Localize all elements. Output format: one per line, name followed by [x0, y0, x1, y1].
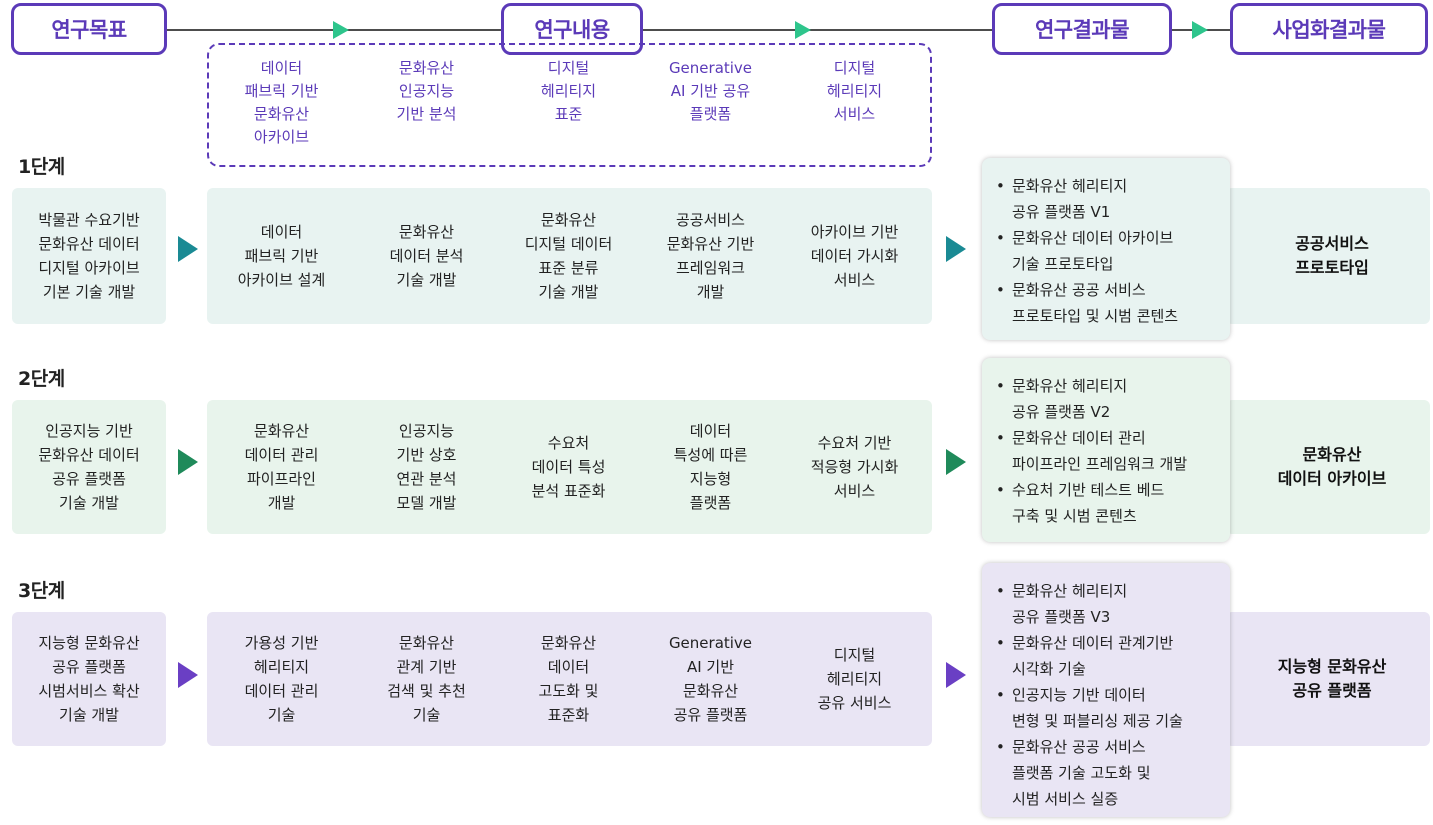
- header-commercial: 사업화결과물: [1230, 3, 1428, 55]
- stage-3-item-1: 가용성 기반 헤리티지 데이터 관리 기술: [244, 634, 319, 724]
- stage-3-arrow-left: [178, 662, 198, 688]
- category-ai-analysis: 문화유산 인공지능 기반 분석: [396, 59, 457, 123]
- header-output: 연구결과물: [992, 3, 1172, 55]
- stage-2-output-1: 문화유산 헤리티지 공유 플랫폼 V2: [994, 373, 1222, 425]
- category-genai-platform: Generative AI 기반 공유 플랫폼: [668, 59, 753, 123]
- stage-3-item-2: 문화유산 관계 기반 검색 및 추천 기술: [387, 634, 466, 724]
- stage-1-goal: 박물관 수요기반 문화유산 데이터 디지털 아카이브 기본 기술 개발: [38, 211, 140, 301]
- stage-3-goal-card: [12, 612, 166, 746]
- stage-2-output-3: 수요처 기반 테스트 베드 구축 및 시범 콘텐츠: [994, 477, 1222, 529]
- stage-3-item-5: 디지털 헤리티지 공유 서비스: [817, 646, 892, 712]
- stage-1-goal-card: [12, 188, 166, 324]
- stage-1-item-3: 문화유산 디지털 데이터 표준 분류 기술 개발: [524, 211, 613, 301]
- header-arrow-2: [795, 21, 811, 39]
- stage-2-arrow-left: [178, 449, 198, 475]
- stage-1-item-2: 문화유산 데이터 분석 기술 개발: [389, 223, 464, 289]
- stage-2-item-5: 수요처 기반 적응형 가시화 서비스: [810, 434, 899, 500]
- stage-1-arrow-left: [178, 236, 198, 262]
- stage-1-final: 공공서비스 프로토타입: [1295, 234, 1369, 277]
- header-arrow-3: [1192, 21, 1208, 39]
- stage-1-item-5: 아카이브 기반 데이터 가시화 서비스: [810, 223, 899, 289]
- stage-2-arrow-right: [946, 449, 966, 475]
- header-arrow-1: [333, 21, 349, 39]
- stage-2-content-card: [207, 400, 932, 534]
- stage-2-label: 2단계: [18, 368, 65, 390]
- stage-1-item-1: 데이터 패브릭 기반 아카이브 설계: [237, 223, 326, 289]
- stage-1-label: 1단계: [18, 156, 65, 178]
- stage-3-output-card: 문화유산 헤리티지 공유 플랫폼 V3 문화유산 데이터 관계기반 시각화 기술…: [982, 563, 1230, 817]
- stage-3-content-card: [207, 612, 932, 746]
- stage-3-arrow-right: [946, 662, 966, 688]
- stage-3-output-1: 문화유산 헤리티지 공유 플랫폼 V3: [994, 578, 1222, 630]
- stage-2-goal: 인공지능 기반 문화유산 데이터 공유 플랫폼 기술 개발: [38, 422, 140, 512]
- stage-2-final: 문화유산 데이터 아카이브: [1277, 445, 1387, 488]
- stage-1-output-1: 문화유산 헤리티지 공유 플랫폼 V1: [994, 173, 1222, 225]
- stage-2-goal-card: [12, 400, 166, 534]
- stage-3-item-4: Generative AI 기반 문화유산 공유 플랫폼: [668, 634, 753, 724]
- stage-3-goal: 지능형 문화유산 공유 플랫폼 시범서비스 확산 기술 개발: [38, 634, 140, 724]
- stage-1-content-card: [207, 188, 932, 324]
- stage-1-item-4: 공공서비스 문화유산 기반 프레임워크 개발: [666, 211, 755, 301]
- stage-1-arrow-right: [946, 236, 966, 262]
- category-standard: 디지털 헤리티지 표준: [540, 59, 597, 123]
- stage-1-output-card: 문화유산 헤리티지 공유 플랫폼 V1 문화유산 데이터 아카이브 기술 프로토…: [982, 158, 1230, 340]
- stage-3-final-card: [1226, 612, 1430, 746]
- stage-3-item-3: 문화유산 데이터 고도화 및 표준화: [538, 634, 599, 724]
- stage-3-output-2: 문화유산 데이터 관계기반 시각화 기술: [994, 630, 1222, 682]
- stage-1-final-card: [1226, 188, 1430, 324]
- stage-3-output-3: 인공지능 기반 데이터 변형 및 퍼블리싱 제공 기술: [994, 682, 1222, 734]
- header-content: 연구내용: [501, 3, 643, 55]
- stage-2-item-1: 문화유산 데이터 관리 파이프라인 개발: [244, 422, 319, 512]
- stage-1-output-2: 문화유산 데이터 아카이브 기술 프로토타입: [994, 225, 1222, 277]
- header-goal: 연구목표: [11, 3, 167, 55]
- stage-3-label: 3단계: [18, 580, 65, 602]
- stage-2-final-card: [1226, 400, 1430, 534]
- stage-3-output-4: 문화유산 공공 서비스 플랫폼 기술 고도화 및 시범 서비스 실증: [994, 734, 1222, 812]
- stage-1-output-3: 문화유산 공공 서비스 프로토타입 및 시범 콘텐츠: [994, 277, 1222, 329]
- stage-3-final: 지능형 문화유산 공유 플랫폼: [1277, 657, 1387, 700]
- stage-2-output-card: 문화유산 헤리티지 공유 플랫폼 V2 문화유산 데이터 관리 파이프라인 프레…: [982, 358, 1230, 542]
- stage-2-item-4: 데이터 특성에 따른 지능형 플랫폼: [673, 422, 748, 512]
- stage-2-item-3: 수요처 데이터 특성 분석 표준화: [531, 434, 606, 500]
- category-service: 디지털 헤리티지 서비스: [826, 59, 883, 123]
- stage-2-output-2: 문화유산 데이터 관리 파이프라인 프레임워크 개발: [994, 425, 1222, 477]
- category-data-fabric: 데이터 패브릭 기반 문화유산 아카이브: [244, 59, 319, 146]
- category-group: [207, 43, 932, 167]
- stage-2-item-2: 인공지능 기반 상호 연관 분석 모델 개발: [396, 422, 457, 512]
